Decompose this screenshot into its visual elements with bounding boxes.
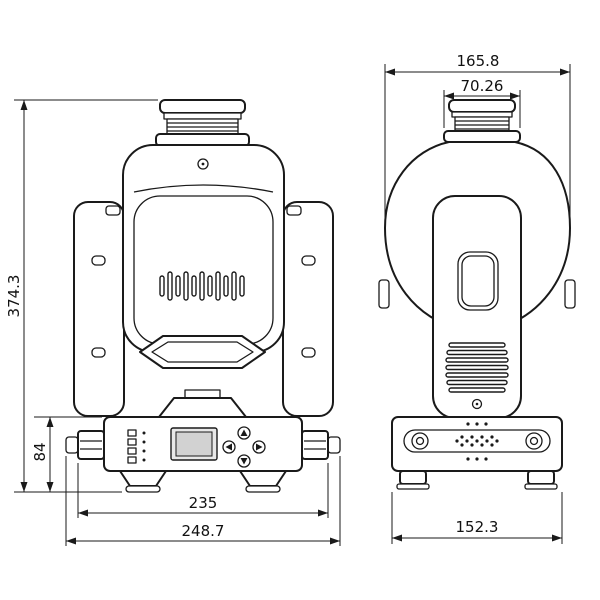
- front-head-seam: [133, 184, 274, 193]
- dim-front-overall-width: 248.7: [65, 456, 341, 546]
- front-left-yoke-arm: [73, 201, 125, 417]
- side-lens-flange: [443, 130, 521, 143]
- side-arm-cutout-outer: [457, 251, 499, 311]
- front-right-arm-cap: [286, 205, 302, 216]
- dim-front-total-height: 374.3: [5, 99, 158, 493]
- dim-side-lens-width-label: 70.26: [461, 77, 504, 95]
- front-right-arm-screw-bottom: [301, 347, 316, 358]
- front-right-clamp: [301, 430, 341, 460]
- side-feet: [396, 470, 558, 490]
- dim-front-base-height: 84: [31, 416, 102, 492]
- side-base-vent-holes: [455, 422, 499, 461]
- dim-front-base-width: 235: [77, 463, 329, 518]
- dimension-annotations: 374.3 84 235 248.7: [5, 52, 571, 546]
- front-left-arm-screw-bottom: [91, 347, 106, 358]
- front-left-clamp: [65, 430, 105, 460]
- front-head-body: [122, 144, 285, 353]
- side-base-screw-right: [525, 432, 543, 450]
- dim-front-total-height-label: 374.3: [5, 275, 23, 318]
- front-neck-cap: [184, 389, 221, 399]
- front-led-indicators: [127, 429, 146, 464]
- side-lens-cap: [448, 99, 516, 113]
- dim-side-overall-depth: 165.8: [384, 52, 571, 222]
- menu-buttons[interactable]: [222, 426, 266, 468]
- side-lens-barrel: [443, 99, 521, 143]
- front-lens-cap: [159, 99, 246, 114]
- dim-side-base-depth: 152.3: [391, 492, 563, 544]
- lcd-screen: [175, 431, 213, 457]
- side-vent-grille: [445, 342, 509, 393]
- side-head-tab-left: [378, 279, 390, 309]
- front-lens-barrel: [155, 99, 250, 147]
- dim-side-overall-depth-label: 165.8: [457, 52, 500, 70]
- side-base-screw-left: [411, 432, 429, 450]
- front-right-yoke-arm: [282, 201, 334, 417]
- side-lens-ring: [451, 111, 513, 118]
- dim-side-base-depth-label: 152.3: [456, 518, 499, 536]
- dim-front-base-height-label: 84: [31, 442, 49, 461]
- front-left-arm-screw-top: [91, 255, 106, 266]
- front-view: [65, 99, 341, 493]
- dim-front-overall-width-label: 248.7: [182, 522, 225, 540]
- side-head-tab-right: [564, 279, 576, 309]
- front-right-arm-screw-top: [301, 255, 316, 266]
- front-neck: [158, 397, 247, 418]
- dim-side-lens-width: 70.26: [443, 77, 521, 128]
- front-lens-ring: [163, 112, 242, 120]
- front-handle-inner: [151, 341, 254, 363]
- front-left-arm-cap: [105, 205, 121, 216]
- side-arm-cutout-inner: [461, 255, 495, 307]
- side-view: [378, 99, 576, 490]
- front-vent-grille: [159, 271, 245, 301]
- dim-front-base-width-label: 235: [189, 494, 218, 512]
- front-feet: [119, 470, 287, 493]
